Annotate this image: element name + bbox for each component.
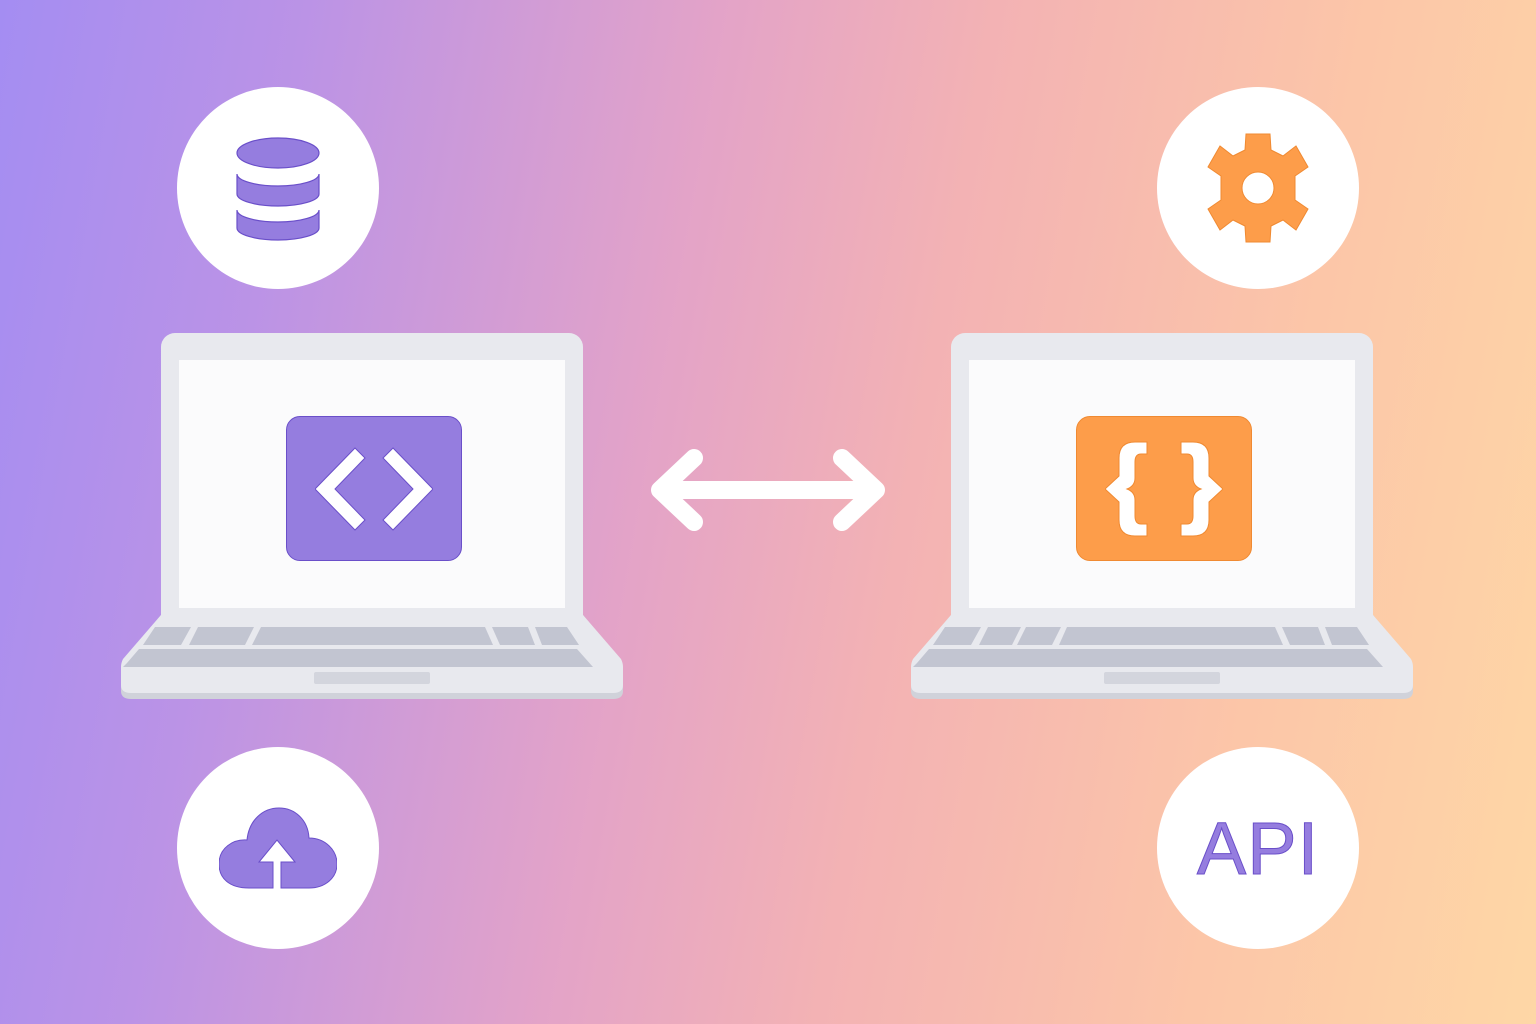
json-badge (1076, 416, 1252, 561)
laptop-screen (179, 360, 565, 608)
api-circle: API (1157, 747, 1359, 949)
gear-icon (1207, 133, 1309, 243)
laptop-keyboard-base (121, 615, 623, 699)
api-label: API (1196, 806, 1320, 890)
laptop-keyboard-base (911, 615, 1413, 699)
double-arrow-icon (651, 449, 885, 531)
laptop-lid (161, 333, 583, 633)
laptop-screen (969, 360, 1355, 608)
database-icon (236, 137, 320, 241)
gear-circle (1157, 87, 1359, 289)
laptop-lid (951, 333, 1373, 633)
code-brackets-icon (315, 446, 433, 531)
database-circle (177, 87, 379, 289)
code-badge (286, 416, 462, 561)
right-laptop (911, 333, 1413, 703)
cloud-upload-circle (177, 747, 379, 949)
curly-braces-icon (1105, 441, 1223, 536)
cloud-upload-icon (219, 807, 337, 889)
left-laptop (121, 333, 623, 703)
